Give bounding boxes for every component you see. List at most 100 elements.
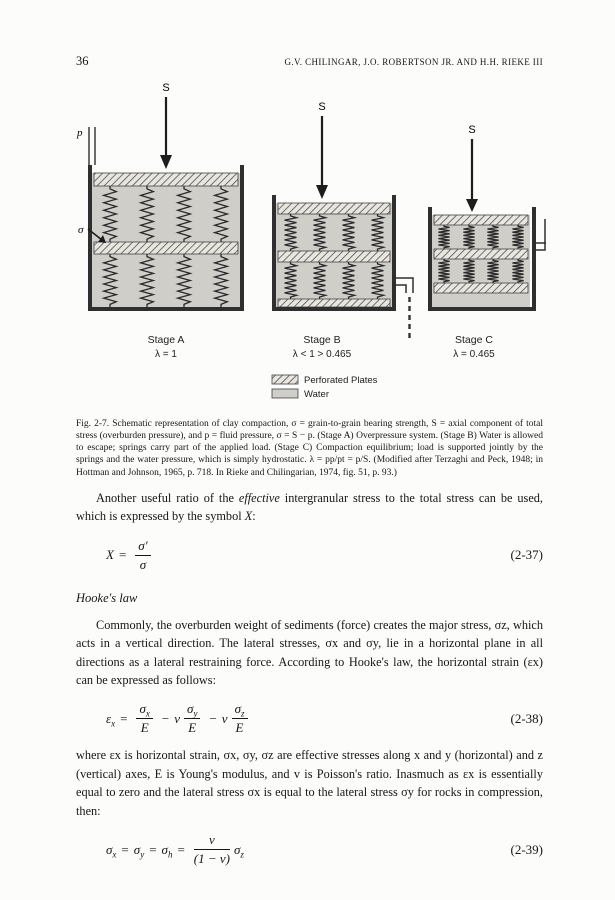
sigma-symbol: σ [106, 841, 113, 857]
sigma-label: σ [78, 224, 84, 236]
equals-sign: = [177, 841, 185, 857]
load-arrowhead-icon [316, 185, 328, 199]
equals-sign: = [120, 710, 128, 726]
sigma-symbol: σ [161, 841, 168, 857]
beaker-outline [88, 165, 244, 311]
section-heading-hookes-law: Hooke's law [76, 590, 138, 605]
drain-pipe [392, 277, 414, 293]
drain-pipe [392, 284, 407, 293]
subscript: y [193, 709, 198, 719]
subscript: x [145, 709, 150, 719]
sigma-symbol: σ [187, 701, 194, 717]
denominator: σ [139, 556, 147, 572]
load-label: S [318, 101, 325, 113]
figure-caption: Fig. 2-7. Schematic representation of cl… [76, 419, 543, 478]
beaker-outline [272, 195, 396, 311]
epsilon-symbol: ε [106, 710, 112, 726]
denominator: E [235, 720, 244, 736]
figure-legend: Perforated Plates Water [271, 374, 378, 400]
sigma-symbol: σ [234, 701, 241, 717]
sigma-symbol: σ [234, 841, 241, 857]
stage-b-lambda: λ < 1 > 0.465 [293, 349, 352, 360]
stage-a-label: Stage A [148, 334, 185, 346]
eq237-lhs: X [106, 547, 114, 563]
clay-compaction-diagram: S p σ [76, 82, 546, 400]
sigma-symbol: σ [139, 701, 146, 717]
load-arrowhead-icon [466, 199, 478, 212]
numerator: σ′ [135, 538, 151, 556]
numerator: v [193, 832, 230, 851]
legend-swatch-perforated-plates [271, 374, 299, 385]
minus-sign: − [209, 710, 217, 726]
eq239-term2: σy [133, 841, 145, 860]
perforated-plate-middle [277, 250, 391, 263]
legend-swatch-water [271, 388, 299, 399]
eq239-term3: σh [161, 841, 173, 860]
numerator: σx [136, 701, 153, 720]
subscript: z [240, 709, 245, 719]
page-header: 36 G.V. CHILINGAR, J.O. ROBERTSON JR. AN… [76, 54, 543, 69]
stage-b-group: S Stage B λ < [272, 101, 414, 360]
fraction: v (1 − v) [193, 832, 230, 867]
equals-sign: = [121, 841, 129, 857]
text-run: : [252, 509, 256, 524]
numerator: σz [231, 701, 248, 720]
eq238-lhs: εx [106, 710, 116, 729]
fraction: σy E [184, 701, 201, 736]
sigma-arrow-icon [87, 228, 103, 241]
minus-sign: − [161, 710, 170, 726]
running-head: G.V. CHILINGAR, J.O. ROBERTSON JR. AND H… [284, 57, 543, 67]
legend-label-perforated-plates: Perforated Plates [304, 375, 378, 386]
legend-label-water: Water [304, 389, 329, 400]
load-label: S [162, 82, 169, 94]
denominator: E [140, 720, 149, 736]
page-number: 36 [76, 54, 89, 68]
figure-2-7: S p σ [76, 79, 546, 410]
overflow-tube [532, 242, 546, 244]
poisson-coefficient: v [174, 710, 181, 726]
perforated-plate-middle [93, 241, 239, 255]
text-run: intergranular stress to the total stress… [76, 490, 543, 524]
paragraph-where-strain: where εx is horizontal strain, σx, σy, σ… [76, 748, 543, 818]
load-arrowhead-icon [160, 155, 172, 169]
equation-number: (2-38) [510, 710, 544, 726]
overflow-tube [532, 219, 546, 251]
fraction: σx E [136, 701, 153, 736]
subscript: y [140, 849, 145, 860]
stage-b-label: Stage B [303, 334, 340, 346]
paragraph-effective-ratio: Another useful ratio of the effective in… [76, 489, 543, 526]
stage-a-lambda: λ = 1 [155, 349, 177, 360]
fraction: σz E [231, 701, 248, 736]
stage-a-group: S p σ [76, 82, 244, 360]
stage-c-lambda: λ = 0.465 [453, 349, 495, 360]
perforated-plate-top [277, 202, 391, 215]
perforated-plate-bottom [277, 298, 391, 308]
equation-number: (2-37) [510, 547, 544, 563]
perforated-plate-middle [433, 248, 529, 260]
symbol-X: X [244, 509, 253, 524]
text-run-italic: effective [238, 490, 280, 505]
subscript: h [167, 849, 173, 860]
beaker-outline [428, 207, 536, 311]
equation-number: (2-39) [510, 841, 544, 857]
equation-2-38: εx = σx E − v σy E − v σz E (2-38) [106, 701, 543, 736]
load-label: S [468, 124, 475, 136]
poisson-coefficient: v [221, 710, 228, 726]
stage-c-group: S Stage C λ = 0.465 [428, 124, 546, 360]
eq239-term1: σx [106, 841, 117, 860]
subscript: x [111, 718, 116, 729]
perforated-plate-bottom [433, 282, 529, 294]
text-run: Another useful ratio of the [96, 490, 239, 505]
sigma-arrowhead-icon [98, 235, 106, 243]
paragraph-overburden: Commonly, the overburden weight of sedim… [76, 617, 543, 687]
perforated-plate-top [433, 214, 529, 226]
subscript: x [112, 849, 117, 860]
sigma-symbol: σ [133, 841, 141, 857]
numerator: σy [184, 701, 201, 720]
equals-sign: = [149, 841, 157, 857]
denominator: E [188, 720, 197, 736]
equals-sign: = [118, 547, 127, 563]
eq239-term4: σz [234, 841, 244, 859]
perforated-plate-top [93, 172, 239, 187]
